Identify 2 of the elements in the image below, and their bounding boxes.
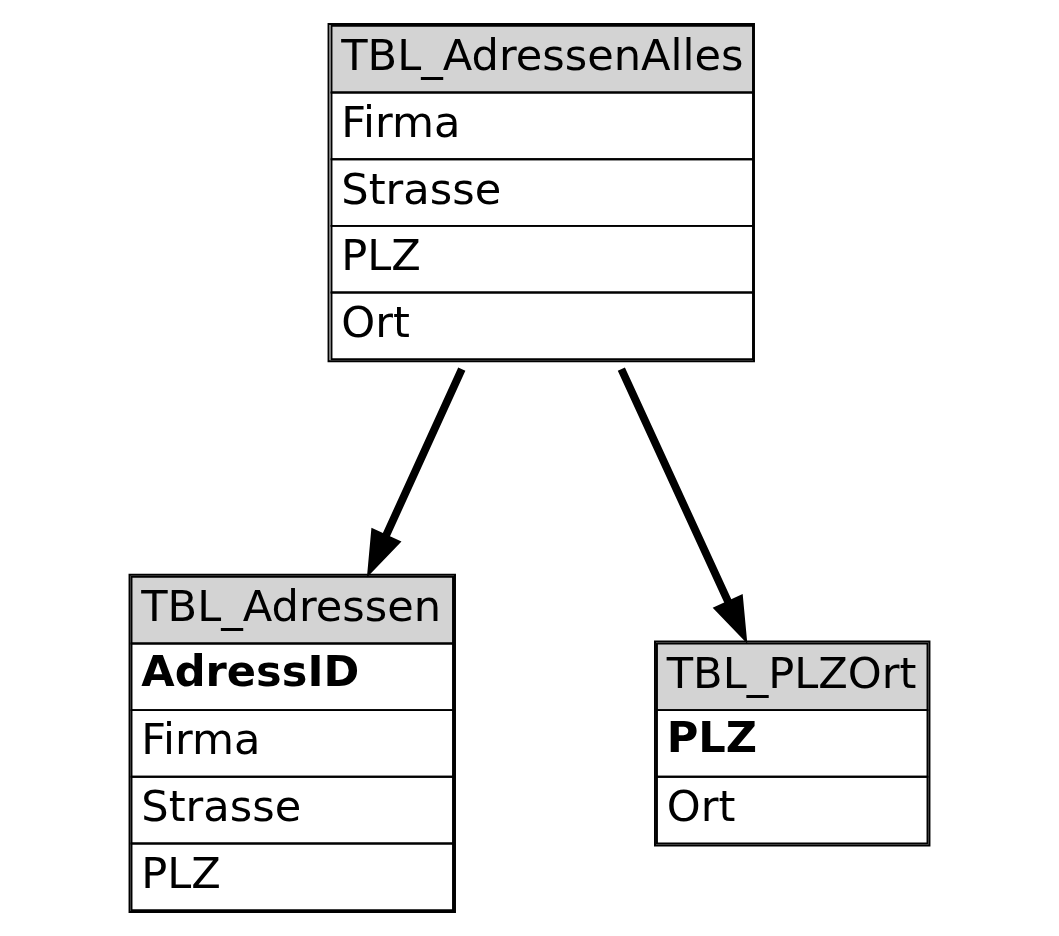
arrow [617,367,748,644]
arrow [366,367,466,578]
